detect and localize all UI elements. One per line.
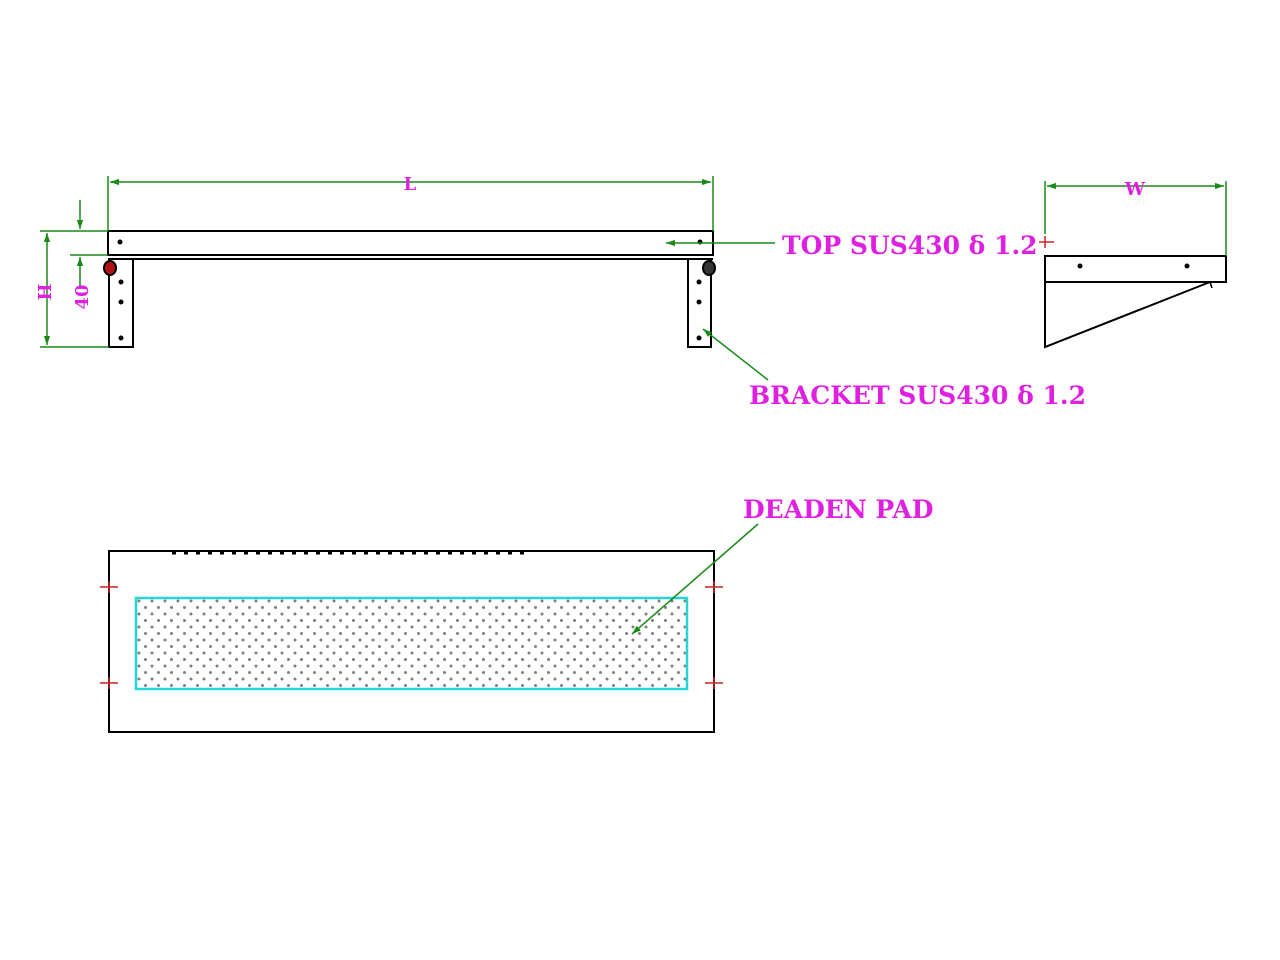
right-bracket xyxy=(687,258,712,348)
bracket-callout-label: BRACKET SUS430 δ 1.2 xyxy=(749,381,1086,410)
dimension-width-label: W xyxy=(1124,179,1146,200)
pad-leader-line xyxy=(631,523,759,635)
front-view-holes xyxy=(117,239,703,341)
left-bracket xyxy=(108,258,134,348)
side-mark xyxy=(1039,236,1054,248)
dimension-top-thickness-label: 40 xyxy=(72,284,93,309)
dimension-width xyxy=(1044,181,1227,256)
pad-callout-label: DEADEN PAD xyxy=(743,495,933,524)
shelf-top-plate xyxy=(107,230,714,256)
dimension-length xyxy=(107,176,714,231)
dimension-height-label: H xyxy=(35,283,56,300)
dimension-height xyxy=(40,230,109,348)
dimension-top-thickness xyxy=(70,200,108,286)
side-bracket xyxy=(1044,281,1211,349)
top-callout-label: TOP SUS430 δ 1.2 xyxy=(782,231,1038,260)
top-view xyxy=(108,550,715,733)
bolt-icon xyxy=(103,260,117,276)
side-top-plate xyxy=(1044,255,1227,283)
front-view xyxy=(107,230,714,348)
bolt-icon xyxy=(702,260,716,276)
shelf-plan-outline xyxy=(108,550,715,733)
side-view xyxy=(1044,255,1227,349)
deaden-pad xyxy=(134,596,689,691)
dimension-length-label: L xyxy=(404,174,417,195)
top-view-marks xyxy=(100,581,723,689)
front-view-bolts xyxy=(103,260,716,276)
bracket-leader-line xyxy=(702,328,769,381)
